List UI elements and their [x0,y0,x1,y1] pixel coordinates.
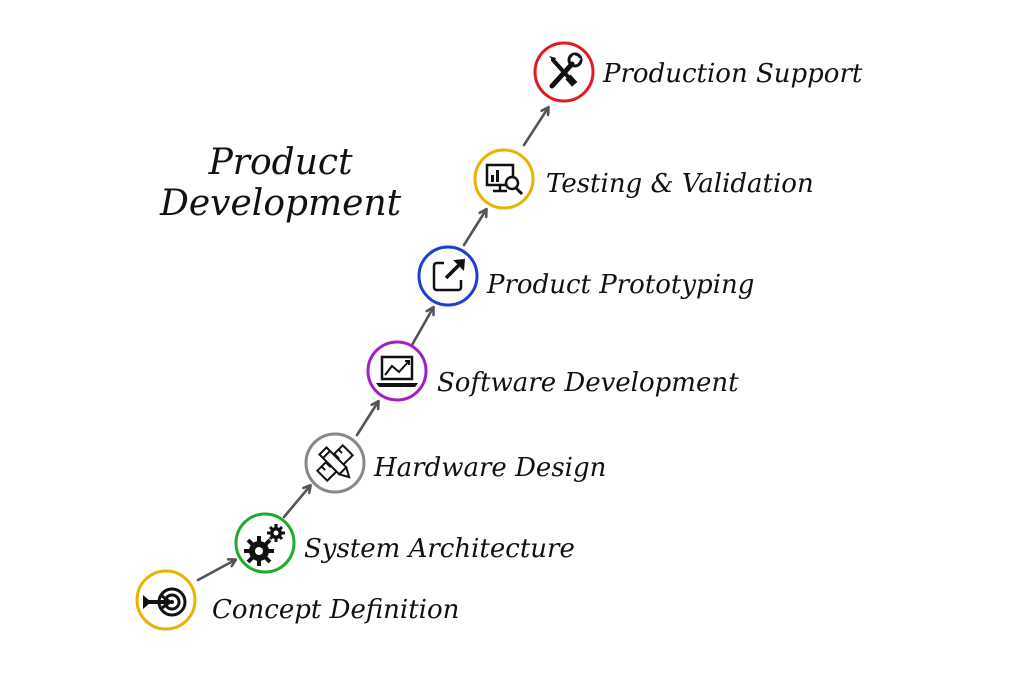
target-icon [143,587,187,617]
step-label-system-architecture: System Architecture [304,534,575,564]
arrow-1 [196,560,235,582]
step-label-software-development: Software Development [437,368,739,398]
connector-arrows [196,108,548,582]
title-line-1: Product [208,142,353,183]
step-software-development [366,340,428,402]
arrow-6 [522,108,548,147]
step-system-architecture [234,512,296,574]
title-line-2: Development [160,183,402,225]
step-product-prototyping [417,245,479,307]
pencil-ruler-icon [315,443,355,483]
step-label-hardware-design: Hardware Design [374,453,607,483]
step-circle [473,148,535,210]
arrow-2 [282,486,310,519]
arrow-4 [410,308,433,347]
step-production-support [533,41,595,103]
monitor-magnifier-icon [485,163,524,196]
arrow-5 [462,210,486,247]
step-label-concept-definition: Concept Definition [212,595,460,625]
wrench-screwdriver-icon [549,52,583,89]
step-label-testing-validation: Testing & Validation [546,169,814,199]
diagram-title: Product Development [160,142,401,225]
step-label-production-support: Production Support [603,59,863,89]
external-link-icon [432,259,465,292]
arrow-3 [355,402,378,437]
step-testing-validation [473,148,535,210]
laptop-chart-icon [376,355,418,387]
step-concept-definition [135,569,197,631]
step-hardware-design [304,432,366,494]
gears-icon [244,524,285,566]
step-label-product-prototyping: Product Prototyping [487,270,755,300]
